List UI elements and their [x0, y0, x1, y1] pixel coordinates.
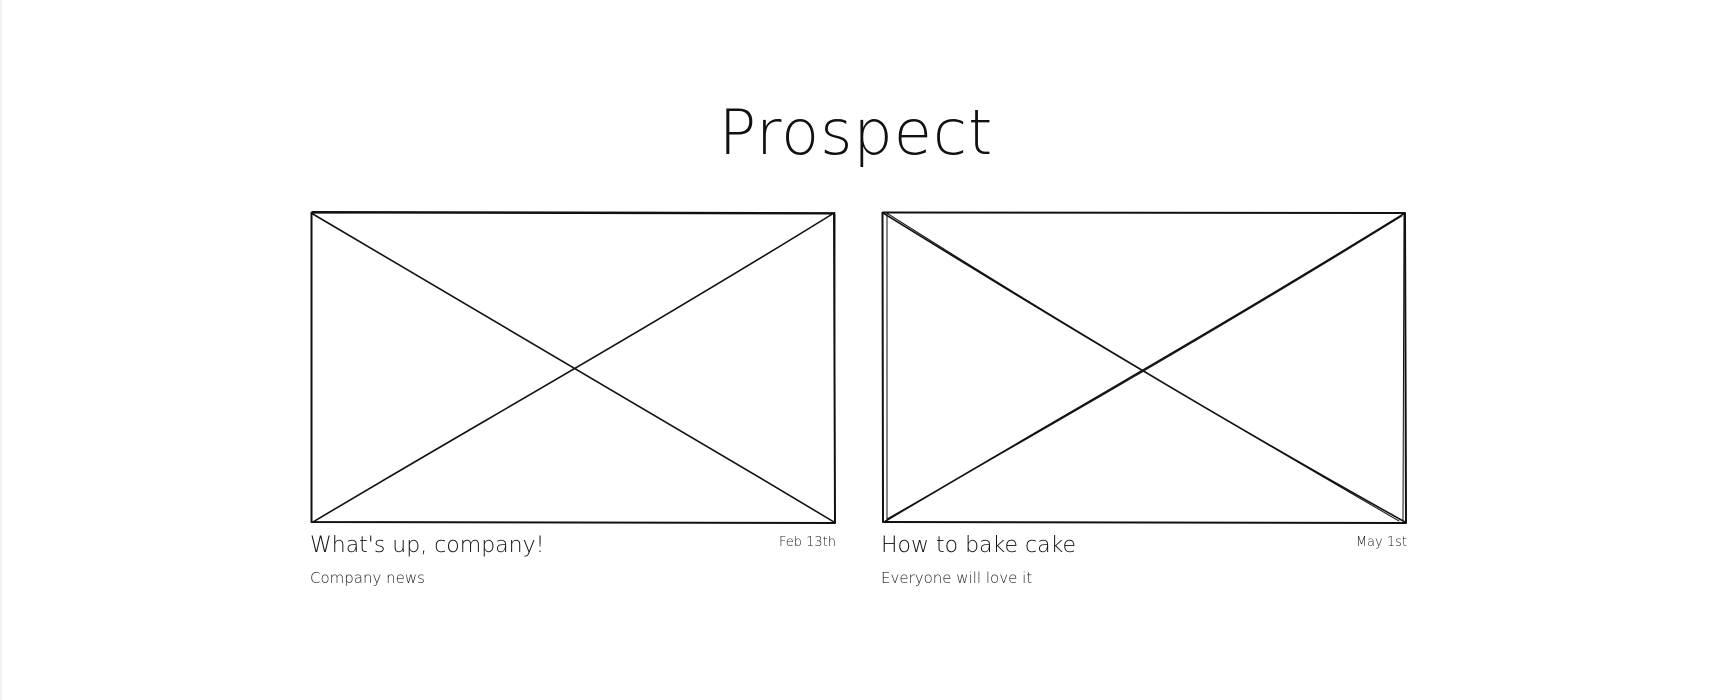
- page-title: Prospect: [718, 96, 994, 169]
- image-placeholder-icon: [310, 210, 836, 524]
- post-card[interactable]: What's up, company! Feb 13th Company new…: [310, 210, 836, 590]
- card-date: May 1st: [1355, 535, 1407, 550]
- card-subtitle: Company news: [310, 569, 425, 587]
- image-placeholder-icon: [881, 210, 1407, 524]
- card-title[interactable]: How to bake cake: [881, 533, 1077, 558]
- card-date: Feb 13th: [778, 535, 836, 550]
- card-title[interactable]: What's up, company!: [310, 533, 545, 558]
- left-edge-rule: [0, 0, 2, 700]
- card-subtitle: Everyone will love it: [881, 569, 1033, 587]
- placeholder-sketch: [310, 211, 836, 524]
- placeholder-sketch: [881, 211, 1407, 524]
- post-card[interactable]: How to bake cake May 1st Everyone will l…: [881, 210, 1407, 590]
